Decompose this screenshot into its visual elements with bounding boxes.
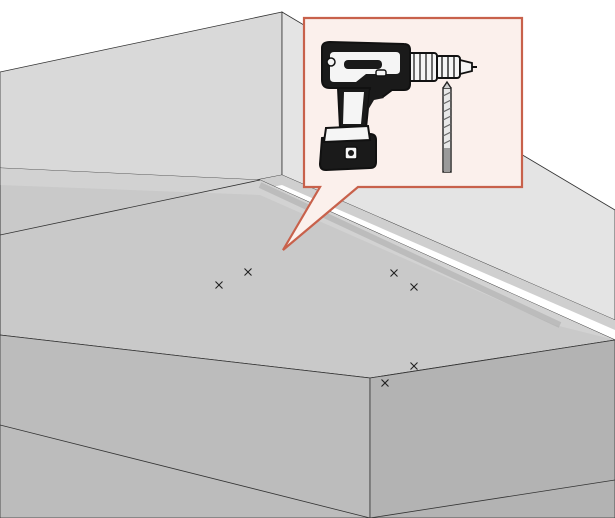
countertop-bottom-edge — [0, 424, 371, 518]
mark-top-1 — [215, 281, 223, 289]
back-edge-line — [0, 179, 261, 236]
countertop-bottom-edge-right — [369, 479, 615, 518]
countertop-side-face — [369, 339, 615, 518]
cordless-drill-icon — [318, 40, 477, 172]
mark-front-2 — [410, 362, 418, 370]
drill-marks — [215, 268, 418, 387]
mark-top-2 — [244, 268, 252, 276]
mark-top-3 — [390, 269, 398, 277]
drill-callout — [282, 16, 524, 251]
drill-bit-icon — [442, 80, 452, 173]
countertop-front-face — [0, 334, 371, 518]
mark-front-1 — [381, 379, 389, 387]
countertop-block — [0, 167, 615, 518]
mark-top-4 — [410, 283, 418, 291]
